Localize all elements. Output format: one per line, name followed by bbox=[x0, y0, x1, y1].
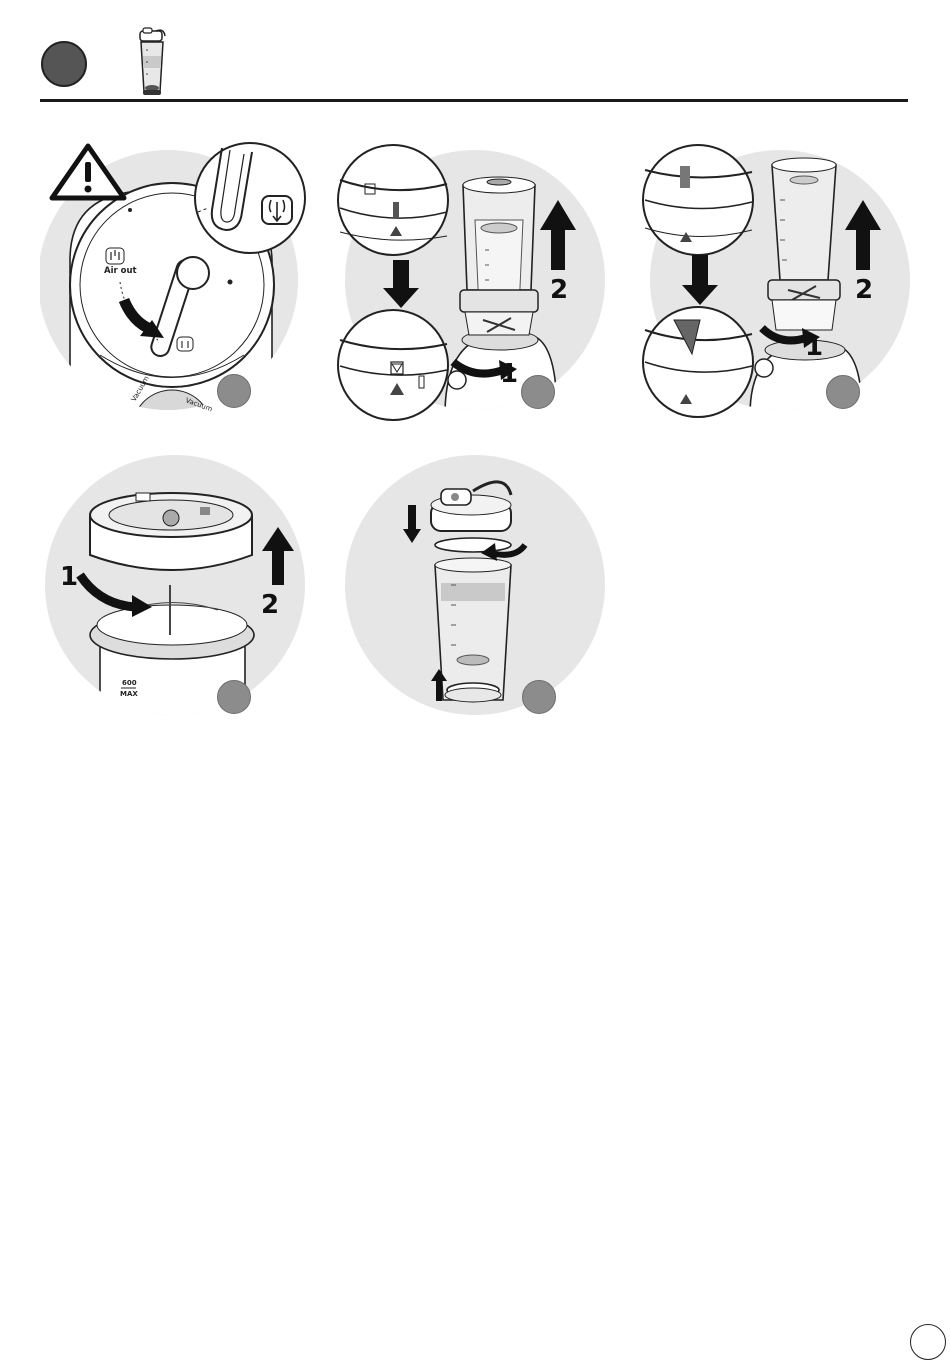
step-2-label: 2 bbox=[550, 275, 568, 305]
step-2-label: 2 bbox=[855, 275, 873, 305]
step-number-badge bbox=[826, 375, 860, 409]
step-2-label: 2 bbox=[261, 590, 279, 620]
header-rule bbox=[40, 99, 908, 102]
max-label: MAX bbox=[120, 690, 138, 698]
page-header bbox=[0, 0, 950, 110]
detail-inset-top bbox=[338, 145, 448, 255]
detail-inset-bottom bbox=[643, 307, 753, 417]
step-number-badge bbox=[217, 374, 251, 408]
step-panel-5 bbox=[345, 455, 615, 720]
step-panel-3: 2 1 bbox=[640, 140, 915, 425]
section-marker bbox=[41, 41, 87, 87]
detail-inset bbox=[195, 143, 305, 253]
step-1-label: 1 bbox=[805, 332, 823, 362]
air-out-label: Air out bbox=[104, 266, 137, 276]
sport-bottle-icon bbox=[134, 26, 170, 98]
step-panel-4: 1 2 600 MAX bbox=[40, 455, 310, 720]
step-panel-2: 2 1 bbox=[335, 140, 610, 425]
step-number-badge bbox=[522, 680, 556, 714]
step-number-badge bbox=[521, 375, 555, 409]
detail-inset-top bbox=[643, 145, 753, 255]
air-release-icon bbox=[106, 248, 124, 264]
step-1-label: 1 bbox=[500, 359, 518, 389]
step-panel-1: Air out Vacuum Vacuum bbox=[40, 140, 310, 415]
step-1-label: 1 bbox=[60, 562, 78, 592]
page-number-badge bbox=[910, 1324, 946, 1360]
detail-inset-bottom bbox=[338, 310, 448, 420]
capacity-label: 600 bbox=[122, 679, 137, 687]
step-number-badge bbox=[217, 680, 251, 714]
